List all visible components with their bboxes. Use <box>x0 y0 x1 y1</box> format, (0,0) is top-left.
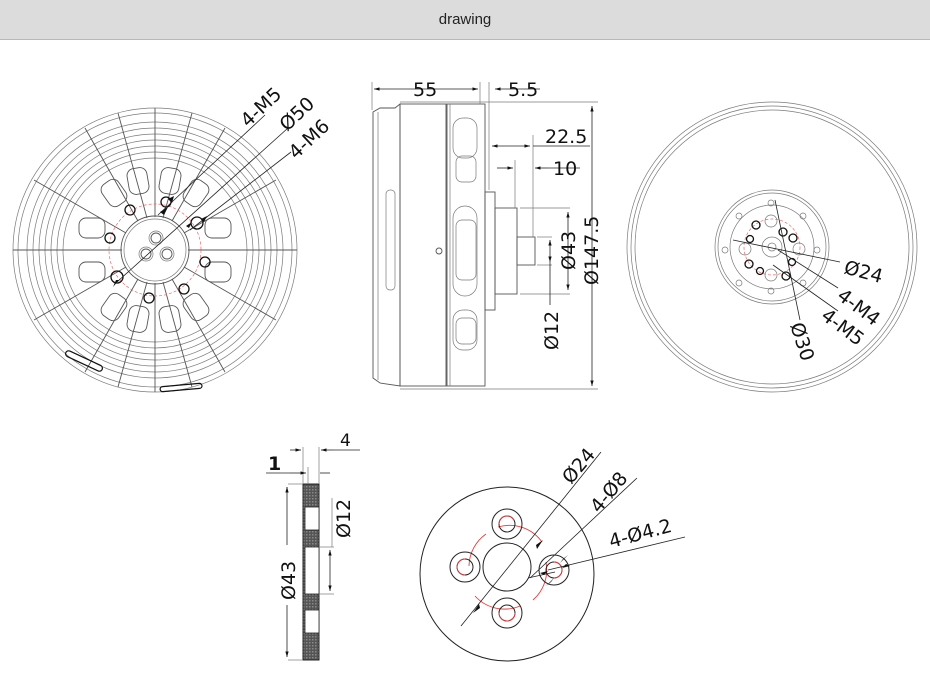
front-view: 4-M5 Ø50 4-M6 <box>12 83 334 393</box>
side-label-5-5: 5.5 <box>508 79 538 101</box>
side-label-d147-5: Ø147.5 <box>581 216 603 285</box>
adapter-label-d43: Ø43 <box>278 561 300 600</box>
side-label-55: 55 <box>413 79 437 101</box>
rear-view: Ø24 4-M4 4-M5 Ø30 <box>626 101 918 393</box>
adapter-section-view: 4 1 Ø43 Ø12 <box>266 431 360 661</box>
top-label-d24: Ø24 <box>558 444 600 488</box>
side-label-d12: Ø12 <box>541 311 563 350</box>
rear-label-d30: Ø30 <box>785 320 818 364</box>
adapter-top-view: Ø24 4-Ø8 4-Ø4.2 <box>419 444 686 662</box>
header-title: drawing <box>438 11 492 28</box>
side-label-22-5: 22.5 <box>545 126 587 148</box>
technical-drawing-canvas: 4-M5 Ø50 4-M6 55 5.5 <box>12 79 918 662</box>
top-label-4-d8: 4-Ø8 <box>586 468 632 517</box>
adapter-label-d12: Ø12 <box>333 499 355 538</box>
header-bar: drawing <box>0 0 930 40</box>
top-label-4-d4-2: 4-Ø4.2 <box>607 515 675 553</box>
adapter-label-4: 4 <box>340 431 351 451</box>
side-view: 55 5.5 22.5 10 Ø43 Ø147.5 Ø12 <box>371 79 603 390</box>
rear-label-d24: Ø24 <box>842 257 886 288</box>
side-label-d43: Ø43 <box>558 231 580 270</box>
adapter-label-1: 1 <box>268 453 281 475</box>
side-label-10: 10 <box>553 158 577 180</box>
